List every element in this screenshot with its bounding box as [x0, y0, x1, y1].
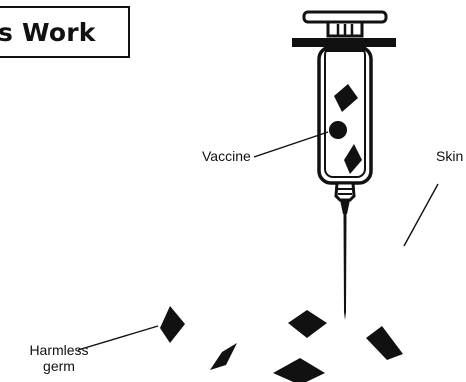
- germ-icon: [288, 310, 327, 338]
- germ-label-line-2: germ: [24, 358, 94, 374]
- germ-icon: [210, 343, 237, 370]
- germ-icon: [160, 306, 185, 343]
- germ-group: [160, 306, 403, 382]
- plunger-seal: [325, 47, 365, 52]
- syringe-needle: [344, 214, 347, 320]
- germ-label: Harmless germ: [24, 342, 94, 374]
- needle-tip-base: [340, 200, 350, 214]
- syringe-barrel: [319, 47, 371, 183]
- germ-icon: [366, 326, 403, 360]
- syringe-icon: [292, 12, 396, 320]
- vaccine-leader-line: [254, 132, 328, 157]
- skin-leader-line: [404, 184, 438, 246]
- skin-label: Skin: [436, 148, 463, 164]
- germ-icon: [273, 358, 325, 382]
- germ-label-line-1: Harmless: [24, 342, 94, 358]
- needle-hub: [336, 183, 354, 200]
- vaccine-label: Vaccine: [202, 148, 251, 164]
- vaccine-particle-icon: [329, 121, 347, 139]
